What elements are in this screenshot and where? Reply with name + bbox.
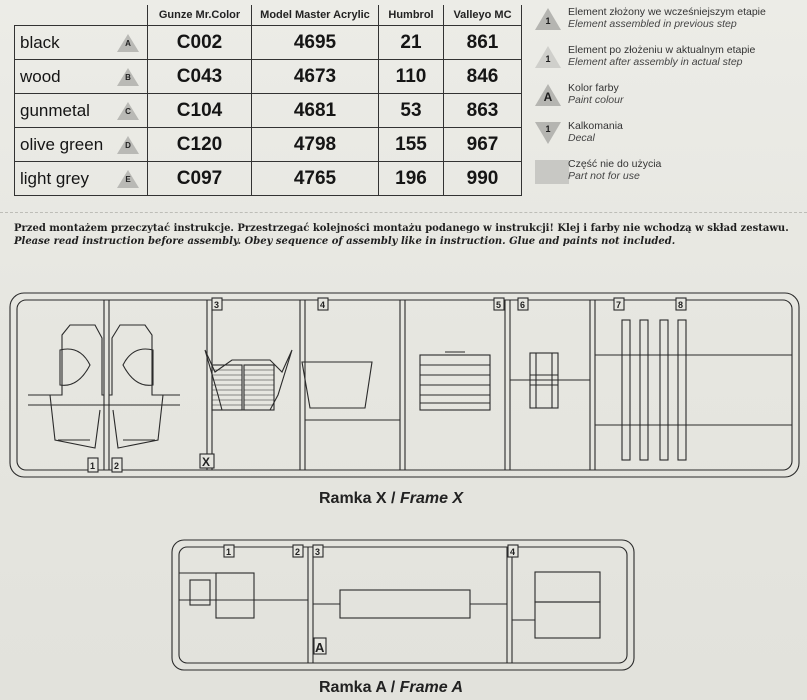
frame-x-part-number: 5 xyxy=(496,300,501,310)
gunze-code: C002 xyxy=(147,25,252,60)
vallejo-code: 863 xyxy=(443,93,522,128)
paint-table: Gunze Mr.Color Model Master Acrylic Humb… xyxy=(14,5,522,196)
legend-symbol: 1 xyxy=(545,124,551,134)
legend-item-not-for-use: Część nie do użycia Part not for use xyxy=(535,158,797,196)
legend-item-actual-step: 1 Element po złożeniu w aktualnym etapie… xyxy=(535,44,797,82)
paint-letter-triangle-icon: D xyxy=(117,136,139,154)
legend-text-en: Part not for use xyxy=(568,170,640,182)
frame-a-part-number: 4 xyxy=(510,547,515,557)
humbrol-code: 53 xyxy=(378,93,444,128)
frame-x-part-number: 4 xyxy=(320,300,325,310)
paint-name: black xyxy=(20,32,60,52)
legend-item-previous-step: 1 Element złożony we wcześniejszym etapi… xyxy=(535,6,797,44)
decal-triangle-down-icon: 1 xyxy=(535,122,561,148)
vallejo-code: 861 xyxy=(443,25,522,60)
legend-text-en: Decal xyxy=(568,132,595,144)
frame-x-caption-pl: Ramka X xyxy=(319,490,387,507)
frame-a-sprue xyxy=(171,539,635,671)
legend-symbol: A xyxy=(543,90,553,104)
instructions-pl: Przed montażem przeczytać instrukcje. Pr… xyxy=(14,223,789,234)
header-model-master: Model Master Acrylic xyxy=(251,5,379,26)
legend-text-pl: Element złożony we wcześniejszym etapie xyxy=(568,6,766,18)
frame-x-part-number: 8 xyxy=(678,300,683,310)
assembly-instructions: Przed montażem przeczytać instrukcje. Pr… xyxy=(14,222,799,248)
vallejo-code: 846 xyxy=(443,59,522,94)
instructions-en: Please read instruction before assembly.… xyxy=(14,236,676,247)
table-row: olive green D C120 4798 155 967 xyxy=(14,127,522,162)
frame-x-part-number: 6 xyxy=(520,300,525,310)
frame-x-letter: X xyxy=(202,455,210,469)
paint-name-cell: light grey E xyxy=(14,161,148,196)
frame-a-part-number: 3 xyxy=(315,547,320,557)
symbol-legend: 1 Element złożony we wcześniejszym etapi… xyxy=(535,6,797,196)
legend-text-en: Element after assembly in actual step xyxy=(568,56,743,68)
paint-letter-triangle-icon: B xyxy=(117,68,139,86)
paint-letter: C xyxy=(125,107,131,116)
assembled-triangle-icon: 1 xyxy=(535,46,561,72)
divider xyxy=(0,212,807,213)
frame-x-part-number: 7 xyxy=(616,300,621,310)
paint-name-cell: olive green D xyxy=(14,127,148,162)
frame-x-caption-sep: / xyxy=(386,490,400,507)
table-row: black A C002 4695 21 861 xyxy=(14,25,522,60)
mma-code: 4673 xyxy=(251,59,379,94)
frame-a-caption: Ramka A / Frame A xyxy=(319,679,463,697)
paint-name: light grey xyxy=(20,168,89,188)
paint-letter: E xyxy=(125,175,131,184)
humbrol-code: 196 xyxy=(378,161,444,196)
frame-a-caption-pl: Ramka A xyxy=(319,679,387,696)
legend-text-pl: Kolor farby xyxy=(568,82,619,94)
table-row: light grey E C097 4765 196 990 xyxy=(14,161,522,196)
humbrol-code: 155 xyxy=(378,127,444,162)
legend-text-en: Paint colour xyxy=(568,94,624,106)
frame-a-letter: A xyxy=(315,640,325,655)
paint-letter-triangle-icon: C xyxy=(117,102,139,120)
paint-letter: A xyxy=(125,39,131,48)
gunze-code: C120 xyxy=(147,127,252,162)
humbrol-code: 21 xyxy=(378,25,444,60)
frame-a-part-number: 1 xyxy=(226,547,231,557)
legend-item-paint: A Kolor farby Paint colour xyxy=(535,82,797,120)
grey-box-icon xyxy=(535,160,569,186)
frame-x-caption: Ramka X / Frame X xyxy=(319,490,463,508)
legend-symbol: 1 xyxy=(545,16,551,26)
legend-text-pl: Element po złożeniu w aktualnym etapie xyxy=(568,44,756,56)
legend-text-en: Element assembled in previous step xyxy=(568,18,737,30)
paint-letter: D xyxy=(125,141,131,150)
legend-text-pl: Kalkomania xyxy=(568,120,623,132)
gunze-code: C097 xyxy=(147,161,252,196)
frame-x-caption-en: Frame X xyxy=(399,490,464,507)
mma-code: 4695 xyxy=(251,25,379,60)
frame-a-caption-en: Frame A xyxy=(399,679,464,696)
step-triangle-icon: 1 xyxy=(535,8,561,34)
legend-item-decal: 1 Kalkomania Decal xyxy=(535,120,797,158)
frame-x-sprue xyxy=(9,292,800,478)
legend-symbol: 1 xyxy=(545,54,551,64)
paint-name: gunmetal xyxy=(20,100,90,120)
header-gunze: Gunze Mr.Color xyxy=(147,5,252,26)
paint-letter-triangle-icon: E xyxy=(117,170,139,188)
paint-name: wood xyxy=(20,66,61,86)
frame-x-part-number: 1 xyxy=(90,461,95,471)
vallejo-code: 990 xyxy=(443,161,522,196)
frame-a-part-number: 2 xyxy=(295,547,300,557)
paint-triangle-icon: A xyxy=(535,84,561,110)
frame-a-caption-sep: / xyxy=(386,679,400,696)
mma-code: 4798 xyxy=(251,127,379,162)
frame-x-part-number: 3 xyxy=(214,300,219,310)
paint-letter-triangle-icon: A xyxy=(117,34,139,52)
paint-letter: B xyxy=(125,73,131,82)
legend-text-pl: Część nie do użycia xyxy=(568,158,662,170)
mma-code: 4765 xyxy=(251,161,379,196)
frame-x-part-number: 2 xyxy=(114,461,119,471)
paint-name: olive green xyxy=(20,134,104,154)
